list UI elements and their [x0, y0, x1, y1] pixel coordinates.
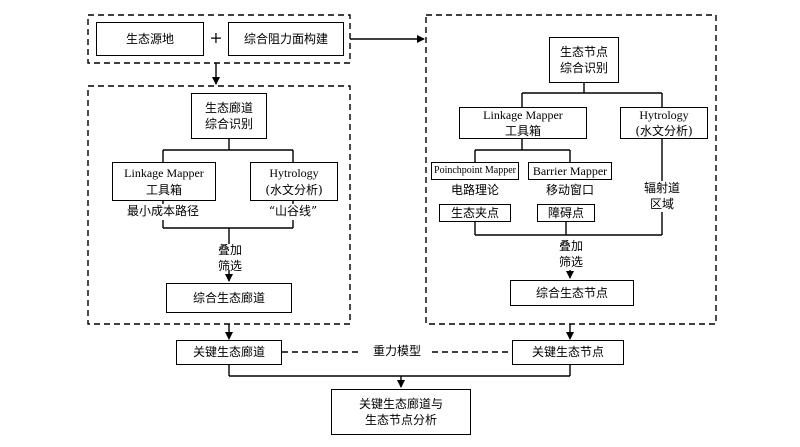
key-node-box: 关键生态节点	[512, 340, 624, 365]
node-hydrology-line1: Hytrology	[639, 107, 689, 122]
key-corridor-label: 关键生态廊道	[192, 345, 265, 360]
valley-line-label: “山谷线”	[253, 204, 333, 220]
node-frame	[425, 14, 717, 325]
corridor-hydrology-box: Hytrology (水文分析)	[250, 162, 338, 201]
node-identify-line1: 生态节点	[559, 44, 608, 59]
corridor-overlay-line1: 叠加	[217, 243, 242, 257]
integrated-node-box: 综合生态节点	[510, 280, 634, 306]
barrier-result-box: 障碍点	[537, 204, 595, 222]
final-analysis-box: 关键生态廊道与 生态节点分析	[331, 389, 471, 435]
radial-area-line2: 区域	[649, 196, 674, 211]
circuit-theory-label: 电路理论	[450, 183, 499, 197]
node-identify-box: 生态节点 综合识别	[549, 37, 619, 83]
pinchpoint-mapper-label: Poinchpoint Mapper	[434, 165, 516, 177]
key-node-label: 关键生态节点	[531, 345, 604, 360]
corridor-identify-line2: 综合识别	[204, 117, 253, 131]
final-analysis-line2: 生态节点分析	[364, 413, 437, 427]
radial-area-label: 辐射道 区域	[640, 181, 684, 213]
integrated-corridor-label: 综合生态廊道	[192, 290, 265, 305]
corridor-hydrology-line1: Hytrology	[269, 166, 319, 181]
corridor-hydrology-line2: (水文分析)	[265, 182, 323, 197]
source-area-label: 生态源地	[125, 31, 174, 46]
pinch-point-result-box: 生态夹点	[439, 204, 511, 222]
corridor-identify-box: 生态廊道 综合识别	[191, 93, 267, 139]
integrated-node-label: 综合生态节点	[535, 285, 608, 300]
pinchpoint-mapper-box: Poinchpoint Mapper	[431, 162, 519, 180]
corridor-linkage-box: Linkage Mapper 工具箱	[112, 162, 216, 201]
node-hydrology-box: Hytrology (水文分析)	[620, 107, 708, 139]
final-analysis-line1: 关键生态廊道与	[358, 396, 443, 411]
resistance-surface-box: 综合阻力面构建	[228, 22, 344, 56]
corridor-linkage-line2: 工具箱	[145, 182, 182, 197]
corridor-linkage-line1: Linkage Mapper	[124, 166, 204, 181]
corridor-overlay-line2: 筛选	[217, 258, 242, 273]
key-corridor-box: 关键生态廊道	[176, 340, 282, 365]
corridor-overlay-label: 叠加 筛选	[212, 243, 248, 274]
node-overlay-line1: 叠加	[558, 239, 583, 253]
moving-window-label: 移动窗口	[545, 183, 594, 197]
corridor-frame	[87, 85, 351, 325]
barrier-mapper-label: Barrier Mapper	[532, 163, 608, 178]
node-overlay-label: 叠加 筛选	[553, 239, 589, 270]
integrated-corridor-box: 综合生态廊道	[166, 283, 292, 313]
node-overlay-line2: 筛选	[558, 254, 583, 269]
pinch-point-result-label: 生态夹点	[450, 205, 499, 220]
source-area-box: 生态源地	[96, 22, 204, 56]
node-linkage-line1: Linkage Mapper	[483, 107, 563, 122]
node-linkage-line2: 工具箱	[504, 124, 541, 138]
radial-area-line1: 辐射道	[643, 181, 680, 195]
node-hydrology-line2: (水文分析)	[635, 124, 693, 138]
plus-sign: +	[209, 28, 223, 47]
node-identify-line2: 综合识别	[559, 61, 608, 75]
gravity-model-label: 重力模型	[372, 344, 421, 358]
node-linkage-box: Linkage Mapper 工具箱	[459, 107, 587, 139]
barrier-mapper-box: Barrier Mapper	[528, 162, 612, 180]
resistance-surface-label: 综合阻力面构建	[243, 31, 328, 46]
barrier-result-label: 障碍点	[547, 205, 584, 220]
corridor-identify-line1: 生态廊道	[204, 100, 253, 115]
min-cost-path-label: 最小成本路径	[118, 204, 208, 220]
